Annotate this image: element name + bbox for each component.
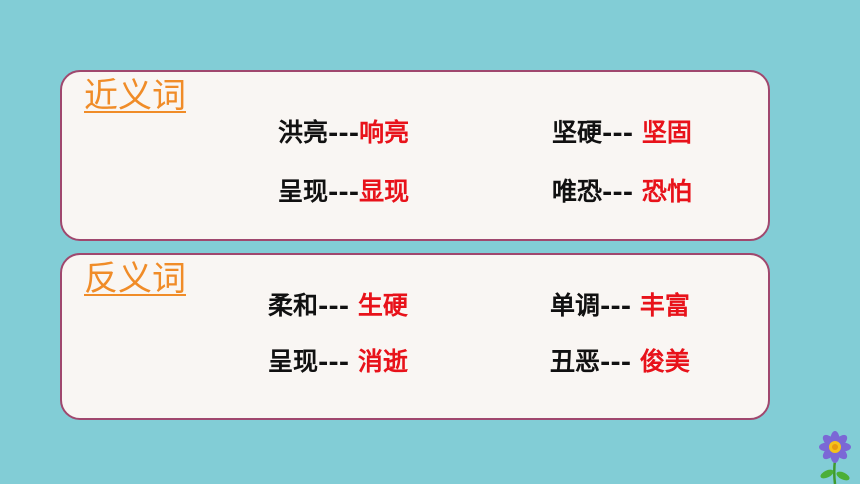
synonyms-card: 近义词 洪亮---响亮 坚硬--- 坚固 呈现---显现 唯恐--- 恐怕 [60, 70, 770, 241]
synonym-pair: 呈现---显现 [278, 179, 409, 204]
pair-dash: --- [602, 177, 642, 206]
pair-answer: 生硬 [357, 291, 408, 320]
pair-word: 呈现 [278, 177, 329, 206]
pair-dash: --- [600, 291, 640, 320]
pair-dash: --- [602, 118, 642, 147]
pair-answer: 消逝 [357, 347, 408, 376]
pair-answer: 响亮 [359, 118, 410, 147]
pair-answer: 坚固 [641, 118, 692, 147]
pair-dash: --- [318, 347, 358, 376]
antonym-pair: 柔和--- 生硬 [268, 293, 408, 318]
pair-word: 单调 [550, 291, 601, 320]
flower-icon [819, 431, 851, 484]
pair-dash: --- [318, 291, 358, 320]
antonym-pair: 丑恶--- 俊美 [550, 349, 690, 374]
pair-dash: --- [600, 347, 640, 376]
pair-answer: 显现 [359, 177, 410, 206]
pair-word: 洪亮 [278, 118, 329, 147]
pair-word: 呈现 [268, 347, 319, 376]
antonym-pair: 单调--- 丰富 [550, 293, 690, 318]
pair-answer: 恐怕 [641, 177, 692, 206]
pair-answer: 俊美 [639, 347, 690, 376]
antonyms-heading: 反义词 [84, 259, 186, 299]
synonym-pair: 唯恐--- 恐怕 [552, 179, 692, 204]
pair-word: 柔和 [268, 291, 319, 320]
pair-answer: 丰富 [639, 291, 690, 320]
pair-word: 坚硬 [552, 118, 603, 147]
antonym-pair: 呈现--- 消逝 [268, 349, 408, 374]
pair-dash: --- [328, 118, 360, 147]
synonyms-heading: 近义词 [84, 76, 186, 116]
synonym-pair: 坚硬--- 坚固 [552, 120, 692, 145]
antonyms-card: 反义词 柔和--- 生硬 单调--- 丰富 呈现--- 消逝 丑恶--- 俊美 [60, 253, 770, 420]
synonym-pair: 洪亮---响亮 [278, 120, 409, 145]
pair-word: 唯恐 [552, 177, 603, 206]
pair-dash: --- [328, 177, 360, 206]
pair-word: 丑恶 [550, 347, 601, 376]
